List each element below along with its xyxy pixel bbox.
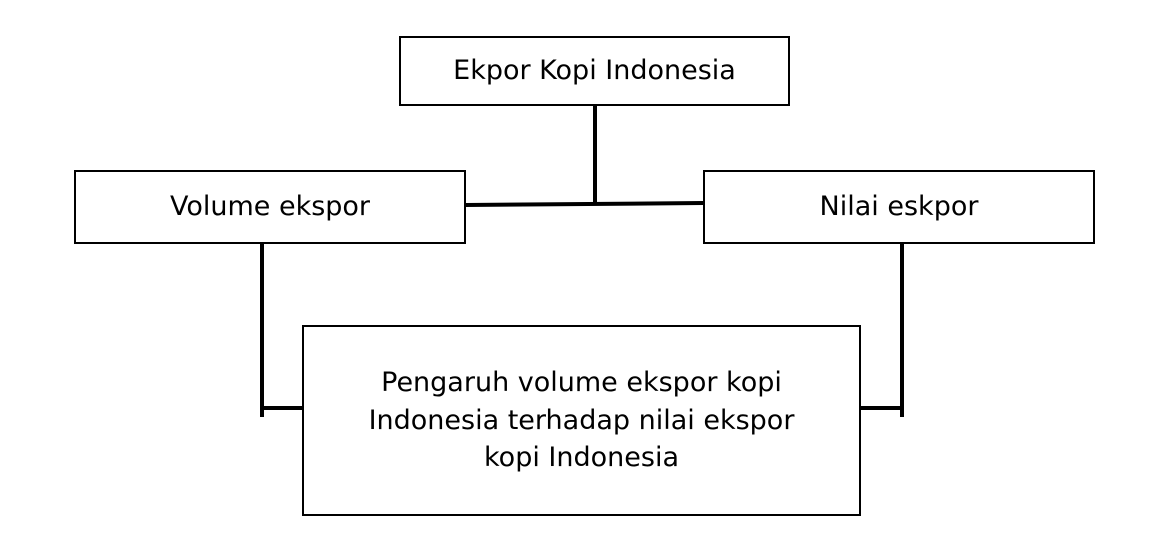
node-pengaruh: Pengaruh volume ekspor kopi Indonesia te…	[302, 325, 861, 516]
node-label-left: Volume ekspor	[169, 191, 371, 223]
connector-left-to-right	[465, 201, 704, 207]
node-label-top: Ekpor Kopi Indonesia	[453, 55, 736, 87]
node-volume-ekspor: Volume ekspor	[74, 170, 466, 244]
connector-left-to-bottom	[260, 244, 302, 410]
node-label-bottom: Pengaruh volume ekspor kopi Indonesia te…	[368, 366, 795, 474]
node-label-right: Nilai eskpor	[819, 191, 979, 223]
connector-right-to-bottom	[861, 244, 904, 410]
node-ekspor-kopi-indonesia: Ekpor Kopi Indonesia	[399, 36, 790, 106]
node-nilai-ekspor: Nilai eskpor	[703, 170, 1095, 244]
